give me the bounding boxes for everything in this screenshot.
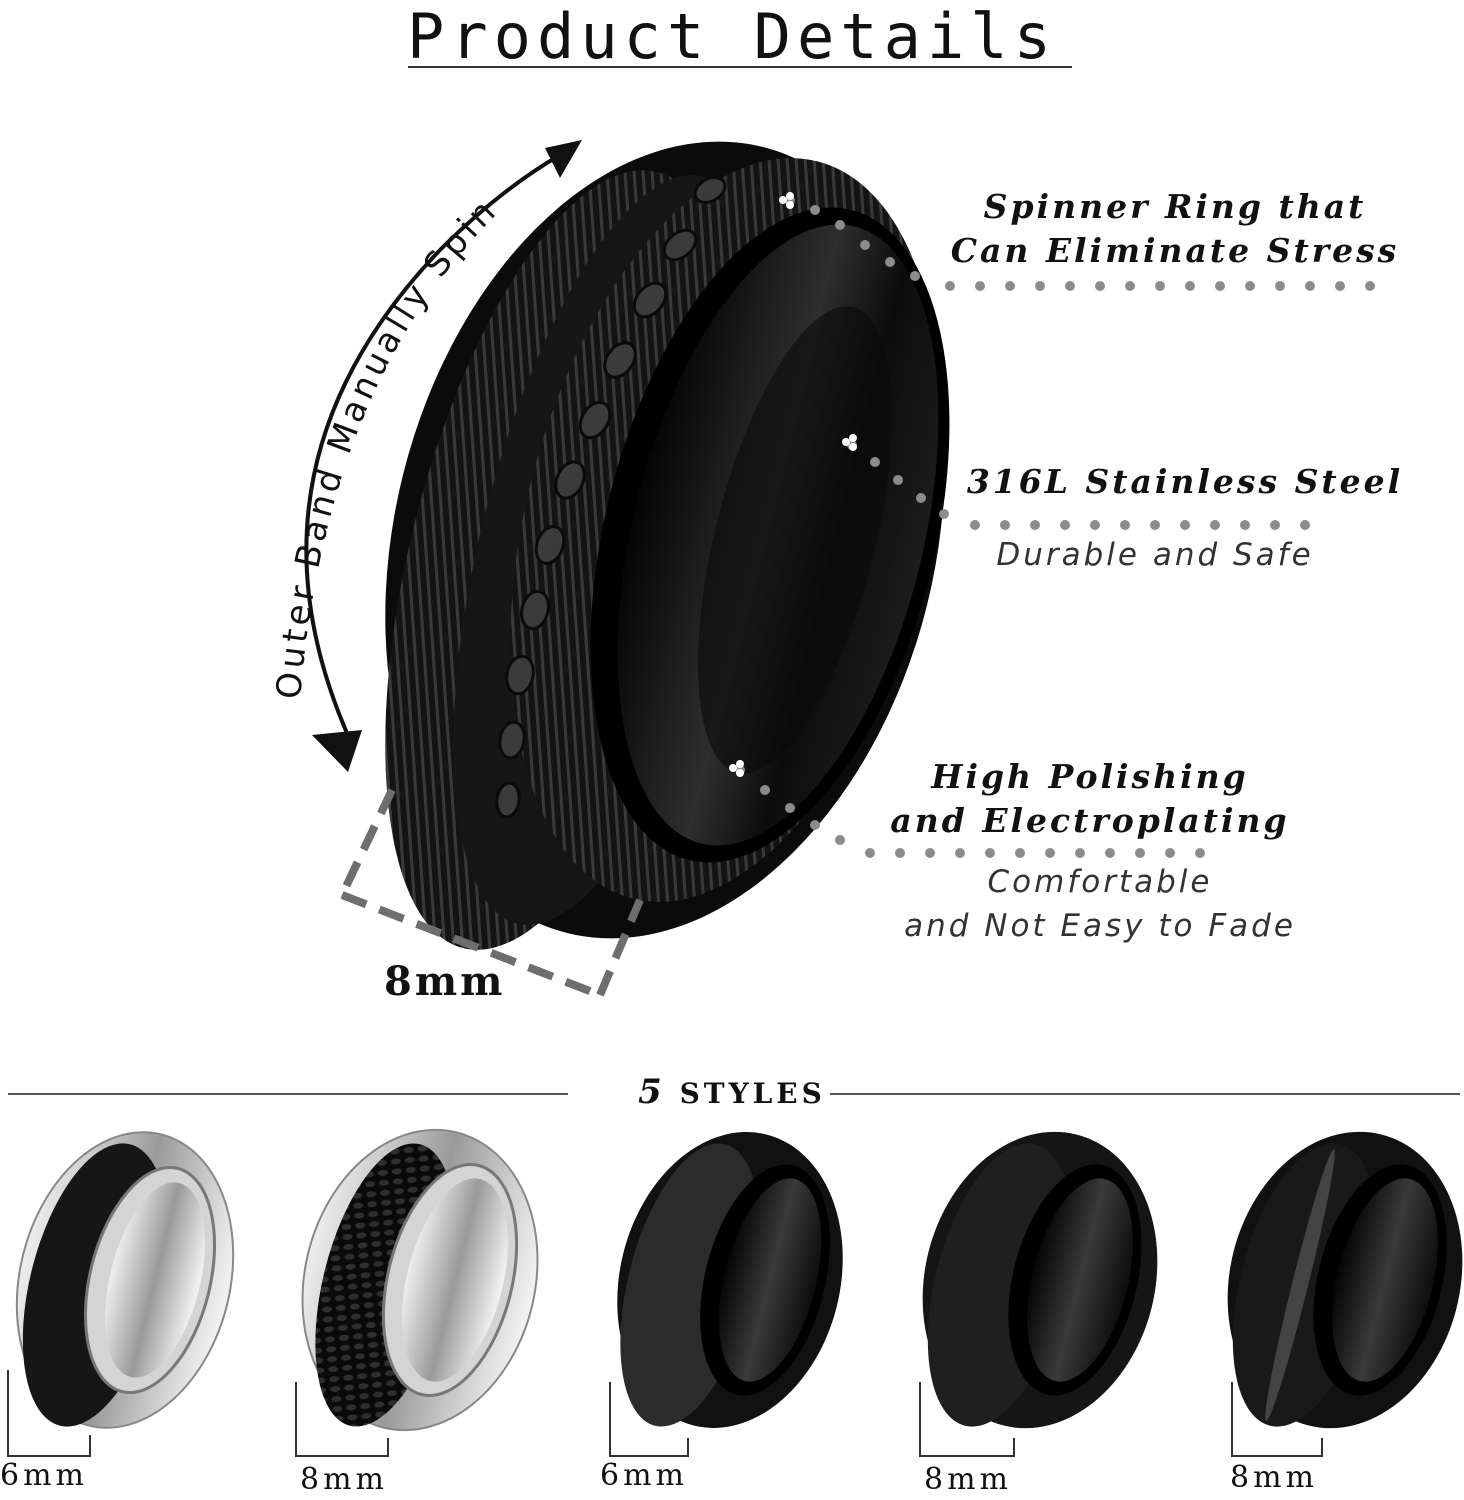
style-5-width: 8mm [1230,1460,1318,1495]
feature-title-line: High Polishing [931,757,1249,796]
feature-subtitle-line: and Not Easy to Fade [904,908,1296,944]
style-3-width: 6mm [600,1458,688,1493]
style-ring-3 [617,1132,843,1428]
styles-label: STYLES [679,1077,826,1110]
arrow-head-bottom-icon [312,730,362,772]
feature-title-line: Can Eliminate Stress [950,231,1400,270]
style-ring-5 [1227,1131,1463,1429]
style-1-width: 6mm [0,1458,88,1493]
title-underline [408,66,1072,68]
feature-subtitle-line: Comfortable [987,864,1213,900]
main-ring-width-label: 8mm [384,958,506,1005]
style-4-width: 8mm [924,1462,1012,1497]
style-2-width: 8mm [300,1462,388,1497]
feature-title-line: and Electroplating [890,801,1290,840]
page-title: Product Details [407,0,1057,73]
chain-links [495,176,727,819]
feature-title-line: 316L Stainless Steel [966,462,1404,501]
feature-stainless-steel-sub: Durable and Safe [975,533,1335,577]
style-ring-2 [301,1128,539,1432]
arrow-head-top-icon [545,140,582,178]
width-brackets [7,1370,1323,1457]
callout-dots [735,195,1375,858]
feature-stress-relief: Spinner Ring that Can Eliminate Stress [940,185,1410,273]
feature-stainless-steel: 316L Stainless Steel [965,460,1405,504]
style-ring-1 [15,1131,235,1429]
marker-icons [729,192,857,777]
styles-divider-right [830,1093,1460,1095]
style-rings [7,1128,1463,1457]
styles-heading: 5 STYLES [560,1072,904,1112]
styles-count: 5 [638,1072,666,1112]
width-dimension-lines [338,788,644,999]
feature-title-line: Spinner Ring that [983,187,1367,226]
feature-polishing: High Polishing and Electroplating [880,755,1300,843]
styles-divider-left [8,1093,568,1095]
feature-subtitle-line: Durable and Safe [996,537,1314,573]
style-ring-4 [922,1131,1158,1429]
spin-arrow [304,153,562,741]
feature-polishing-sub: Comfortable and Not Easy to Fade [880,860,1320,948]
main-ring-illustration: Outer Band Manually Spin [269,140,1375,999]
